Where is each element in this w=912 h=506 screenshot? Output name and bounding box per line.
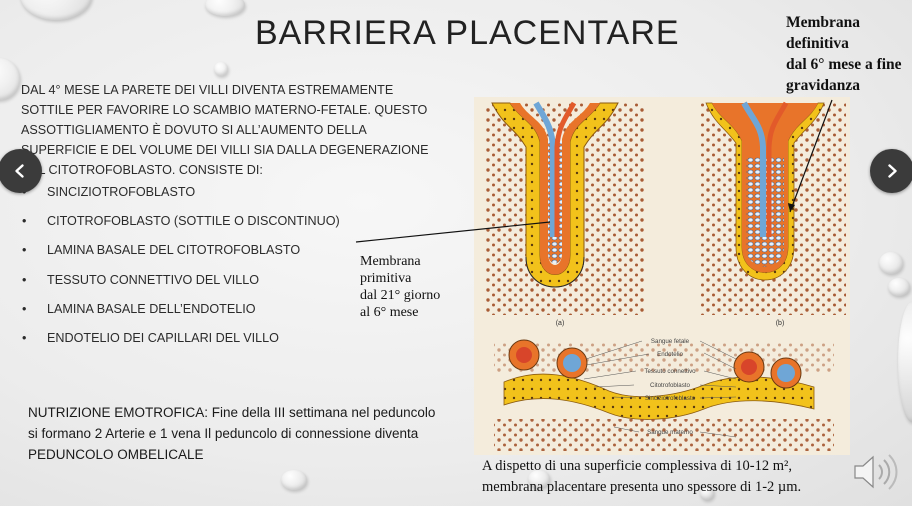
water-drop <box>214 62 228 76</box>
speaker-icon <box>854 454 898 490</box>
bullet-icon: • <box>22 301 27 316</box>
previous-slide-button[interactable] <box>0 149 42 193</box>
panel-a-label: (a) <box>556 320 565 327</box>
definitive-label-line: definitiva <box>786 35 849 52</box>
water-drop <box>0 58 20 100</box>
water-drop <box>888 278 910 296</box>
bullet-icon: • <box>22 214 27 229</box>
water-drop <box>898 302 912 422</box>
legend-syncytiotrophoblast: Sinciziotrofoblasto <box>645 395 696 402</box>
primitive-label-line: Membrana <box>360 254 421 269</box>
barrier-layer-item: • ENDOTELIO DEI CAPILLARI DEL VILLO <box>22 331 340 360</box>
nutrition-paragraph: NUTRIZIONE EMOTROFICA: Fine della III se… <box>28 405 436 462</box>
water-drop <box>20 0 92 20</box>
barrier-layer-label: ENDOTELIO DEI CAPILLARI DEL VILLO <box>47 330 279 345</box>
definitive-label-line: gravidanza <box>786 77 861 94</box>
legend-maternal-blood: Sangue materno <box>647 429 693 436</box>
placental-villus-figure: (a) (b) <box>474 97 850 455</box>
barrier-layer-item: • CITOTROFOBLASTO (SOTTILE O DISCONTINUO) <box>22 214 340 243</box>
caption-line: A dispetto di una superficie complessiva… <box>482 458 793 474</box>
bullet-icon: • <box>22 243 27 258</box>
primitive-label-line: dal 21° giorno <box>360 288 441 303</box>
barrier-layer-item: •SINCIZIOTROFOBLASTO <box>22 185 340 214</box>
audio-button[interactable] <box>849 450 905 494</box>
barrier-layer-item: • LAMINA BASALE DEL CITOTROFOBLASTO <box>22 243 340 272</box>
chevron-right-icon <box>888 164 897 178</box>
water-drop <box>700 486 714 500</box>
barrier-layer-label: CITOTROFOBLASTO (SOTTILE O DISCONTINUO) <box>47 214 340 229</box>
barrier-layer-label: TESSUTO CONNETTIVO DEL VILLO <box>47 272 260 287</box>
legend-fetal-blood: Sangue fetale <box>651 338 690 345</box>
barrier-layer-list: •SINCIZIOTROFOBLASTO•CITOTROFOBLASTO (SO… <box>22 185 340 360</box>
barrier-layer-label: SINCIZIOTROFOBLASTO <box>47 185 196 199</box>
bullet-icon: • <box>22 330 27 345</box>
definitive-label-line: Membrana <box>786 14 861 31</box>
villus-panel-a <box>491 101 619 288</box>
definitive-membrane-label: Membrana definitiva dal 6° mese a fine g… <box>786 12 902 96</box>
bullet-icon: • <box>22 272 27 287</box>
primitive-membrane-label: Membrana primitiva dal 21° giorno al 6° … <box>360 253 440 321</box>
water-drop <box>528 470 550 488</box>
water-drop <box>879 252 903 274</box>
intro-paragraph: DAL 4° MESE LA PARETE DEI VILLI DIVENTA … <box>21 83 429 177</box>
primitive-label-line: primitiva <box>360 271 412 286</box>
barrier-layer-label: LAMINA BASALE DELL’ENDOTELIO <box>47 301 256 316</box>
caption-line: membrana placentare presenta uno spessor… <box>482 479 802 495</box>
legend-cytotrophoblast: Citotrofoblasto <box>650 382 690 389</box>
legend-connective-tissue: Tessuto connettivo <box>644 368 696 375</box>
barrier-layer-item: • TESSUTO CONNETTIVO DEL VILLO <box>22 273 340 302</box>
barrier-layer-label: LAMINA BASALE DEL CITOTROFOBLASTO <box>47 243 301 258</box>
panel-b-label: (b) <box>776 320 785 327</box>
villus-illustration: (a) (b) <box>486 101 846 451</box>
surface-caption: A dispetto di una superficie complessiva… <box>482 456 801 498</box>
primitive-label-line: al 6° mese <box>360 305 419 320</box>
definitive-label-line: dal 6° mese a fine <box>786 56 902 73</box>
slide-title: BARRIERA PLACENTARE <box>255 14 680 52</box>
water-drop <box>205 0 245 16</box>
legend-endothelium: Endotelio <box>657 351 683 358</box>
chevron-left-icon <box>15 164 24 178</box>
barrier-layer-item: • LAMINA BASALE DELL’ENDOTELIO <box>22 302 340 331</box>
membrane-detail-diagram: Sangue fetale Endotelio Tessuto connetti… <box>494 338 834 451</box>
water-drop <box>281 470 307 490</box>
next-slide-button[interactable] <box>870 149 912 193</box>
